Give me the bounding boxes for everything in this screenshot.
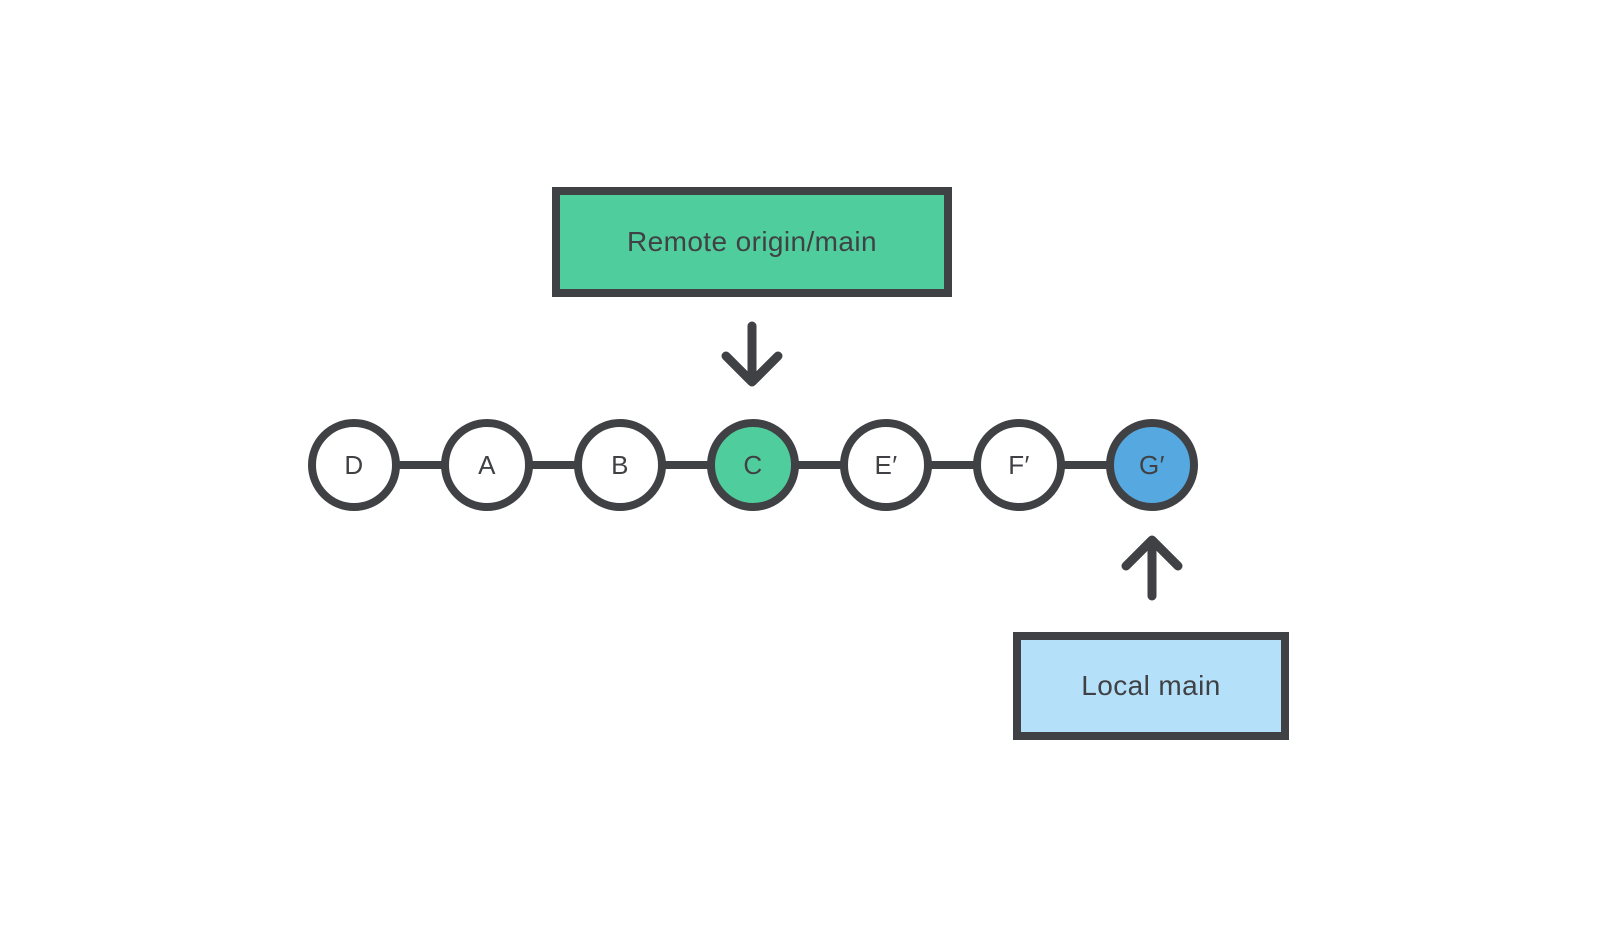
- local-branch-label: Local main: [1081, 670, 1221, 701]
- arrow-up-icon: [1121, 535, 1183, 601]
- commit-label: B: [611, 449, 629, 480]
- commit-label: G′: [1139, 449, 1165, 480]
- commit-label: D: [344, 449, 364, 480]
- commit-node: A: [441, 419, 533, 511]
- remote-branch-label: Remote origin/main: [627, 226, 877, 257]
- commit-label: E′: [874, 449, 898, 480]
- commit-node: F′: [973, 419, 1065, 511]
- commit-label: A: [478, 449, 496, 480]
- commit-node-remote-head: C: [707, 419, 799, 511]
- commit-node-local-head: G′: [1106, 419, 1198, 511]
- commit-node: E′: [840, 419, 932, 511]
- commit-node: D: [308, 419, 400, 511]
- arrow-down-icon: [721, 321, 783, 387]
- remote-branch-label-box: Remote origin/main: [552, 187, 952, 297]
- local-branch-label-box: Local main: [1013, 632, 1289, 740]
- commit-label: F′: [1008, 449, 1030, 480]
- commit-node: B: [574, 419, 666, 511]
- commit-label: C: [743, 449, 763, 480]
